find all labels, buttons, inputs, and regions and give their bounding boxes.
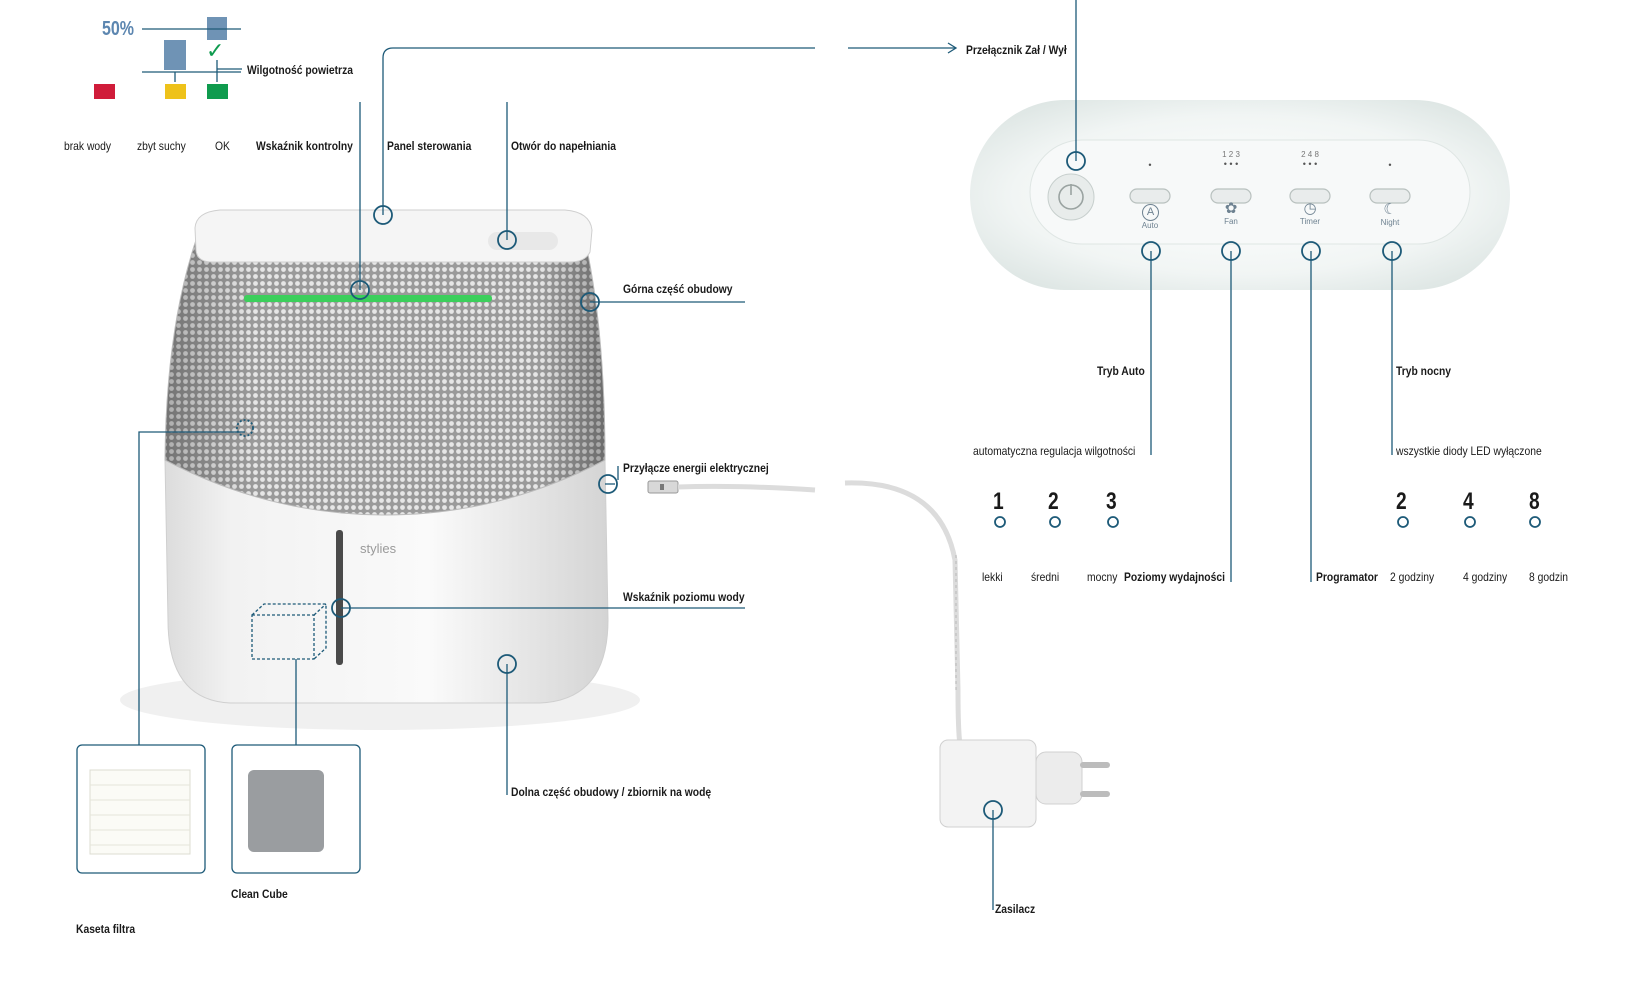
auto-mode-title: Tryb Auto: [1097, 364, 1145, 378]
control-panel-closeup: [970, 100, 1510, 290]
performance-name-1: lekki: [982, 570, 1003, 584]
state-no-water: brak wody: [64, 139, 112, 153]
brand-logo: stylies: [360, 541, 397, 556]
fan-icon: ✿: [1224, 200, 1238, 217]
night-mode-desc: wszystkie diody LED wyłączone: [1396, 444, 1542, 458]
adapter-body: [939, 739, 1037, 828]
option-circles: [994, 516, 1541, 528]
timer-label: Timer: [1299, 217, 1321, 226]
humidity-percent: 50%: [102, 18, 135, 40]
auto-icon: A: [1142, 204, 1159, 221]
leader-lines: [138, 0, 1402, 910]
night-label: Night: [1380, 218, 1400, 227]
night-dots: •: [1388, 160, 1392, 170]
moon-icon: ☾: [1383, 201, 1397, 218]
check-mark-icon: ✓: [206, 38, 225, 63]
label-lower-housing: Dolna część obudowy / zbiornik na wodę: [511, 785, 712, 799]
label-filter-cassette: Kaseta filtra: [76, 922, 136, 936]
performance-value-2: 2: [1048, 488, 1059, 515]
humidity-title: Wilgotność powietrza: [247, 63, 353, 77]
timer-icon: ◷: [1303, 200, 1317, 217]
timer-button-group: 2 4 8 • • • ◷ Timer: [1290, 150, 1330, 226]
filter-outline: [251, 603, 327, 660]
auto-dots: •: [1148, 160, 1152, 170]
state-ok: OK: [215, 139, 230, 153]
auto-label: Auto: [1141, 221, 1159, 230]
performance-value-1: 1: [993, 488, 1004, 515]
led-strip: [244, 295, 492, 302]
programmer-value-8: 8: [1529, 488, 1540, 515]
label-power-adapter: Zasilacz: [995, 902, 1036, 916]
auto-mode-desc: automatyczna regulacja wilgotności: [973, 444, 1136, 458]
programmer-value-4: 4: [1463, 488, 1474, 515]
label-fill-opening: Otwór do napełniania: [511, 139, 616, 153]
power-cable: [647, 480, 1110, 828]
programmer-value-2: 2: [1396, 488, 1407, 515]
performance-name-3: mocny: [1087, 570, 1118, 584]
programmer-name-4: 4 godziny: [1463, 570, 1508, 584]
timer-levels: 2 4 8: [1301, 150, 1319, 159]
yellow-indicator: [165, 84, 186, 99]
label-power-switch: Przełącznik Zał / Wył: [966, 43, 1067, 57]
programmer-name-8: 8 godzin: [1529, 570, 1569, 584]
label-control-indicator: Wskaźnik kontrolny: [256, 139, 353, 153]
label-power-connector: Przyłącze energii elektrycznej: [623, 461, 769, 475]
green-indicator: [207, 84, 228, 99]
label-clean-cube: Clean Cube: [231, 887, 288, 901]
water-level-window: [336, 530, 343, 665]
humidity-legend: [94, 17, 242, 99]
performance-title: Poziomy wydajności: [1124, 570, 1225, 584]
fan-levels: 1 2 3: [1222, 150, 1240, 159]
programmer-title: Programator: [1316, 570, 1378, 584]
label-upper-housing: Górna część obudowy: [623, 282, 733, 296]
red-indicator: [94, 84, 115, 99]
humidifier-device: [120, 209, 640, 730]
fan-label: Fan: [1224, 217, 1238, 226]
performance-name-2: średni: [1031, 570, 1060, 584]
auto-button-group: • A Auto: [1130, 150, 1170, 230]
fan-button-group: 1 2 3 • • • ✿ Fan: [1211, 150, 1251, 226]
night-mode-title: Tryb nocny: [1396, 364, 1452, 378]
label-control-panel: Panel sterowania: [387, 139, 472, 153]
performance-value-3: 3: [1106, 488, 1117, 515]
programmer-name-2: 2 godziny: [1390, 570, 1435, 584]
state-too-dry: zbyt suchy: [137, 139, 186, 153]
fan-dots: • • •: [1223, 159, 1239, 169]
timer-dots: • • •: [1302, 159, 1318, 169]
label-water-level-indicator: Wskaźnik poziomu wody: [623, 590, 745, 604]
night-button-group: • ☾ Night: [1370, 150, 1410, 227]
accessory-boxes: [76, 744, 361, 874]
humidity-bar-low: [164, 40, 186, 70]
